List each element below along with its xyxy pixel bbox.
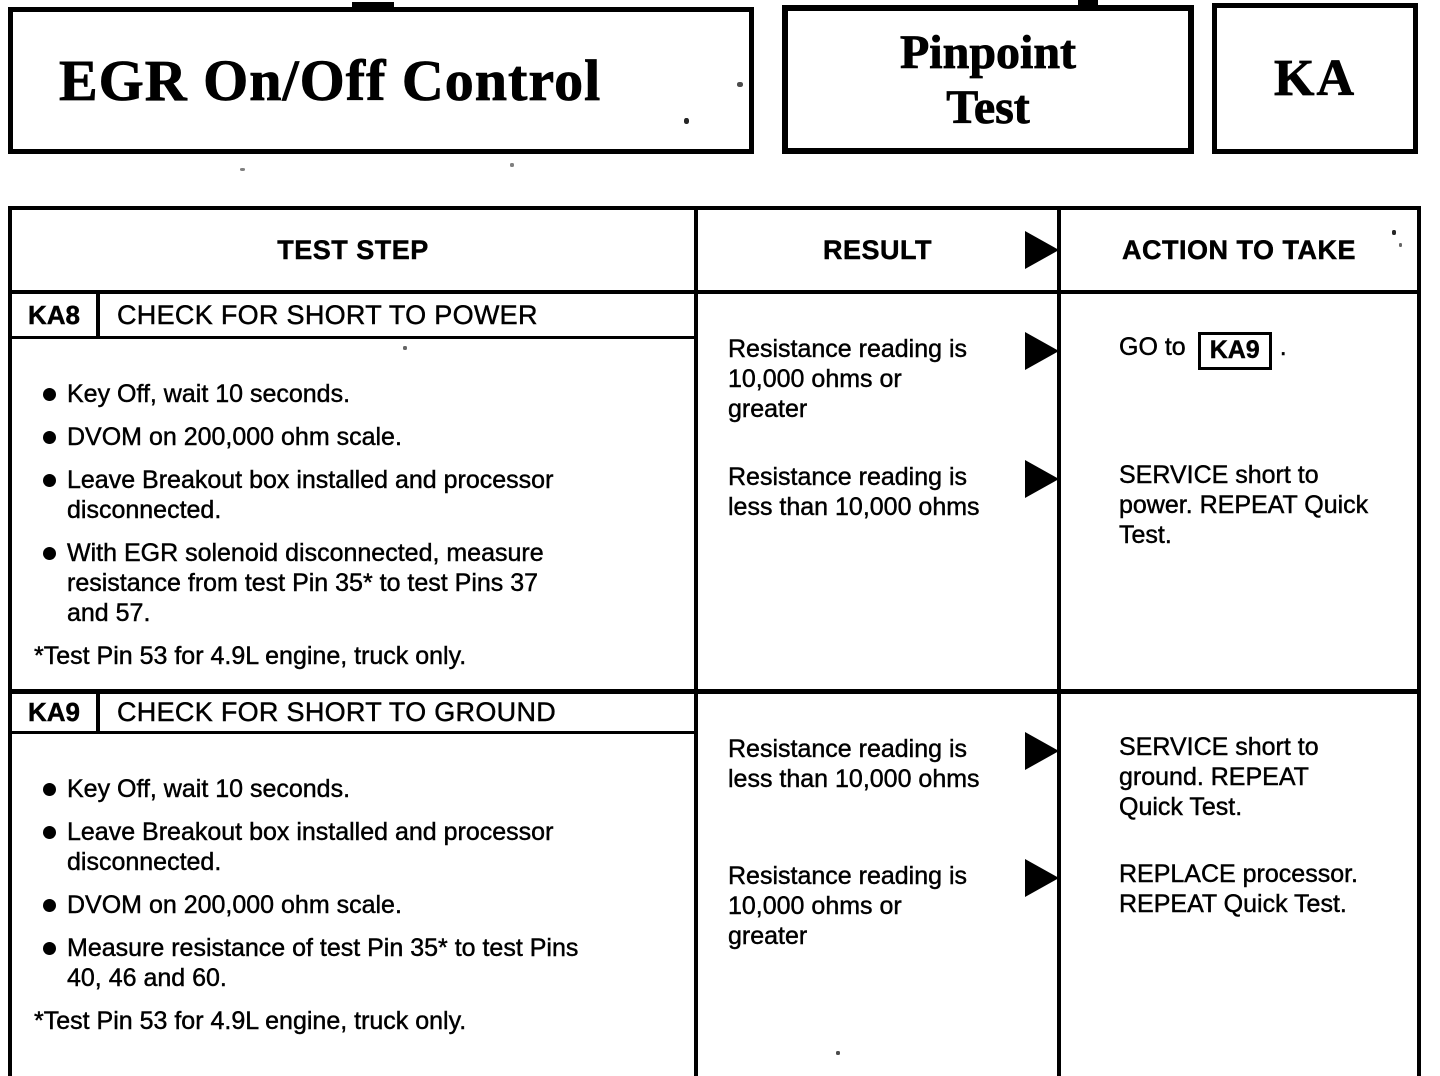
system-title-box: EGR On/Off Control	[8, 7, 754, 154]
list-item: Key Off, wait 10 seconds.	[12, 379, 676, 409]
section-id-ka9: KA9	[12, 694, 100, 731]
bullet-icon	[43, 942, 56, 955]
pinpoint-ref-box: KA9	[1197, 332, 1272, 370]
scan-speck	[836, 1051, 840, 1055]
scan-speck	[737, 82, 743, 87]
result-arrow-icon	[1025, 859, 1059, 897]
column-header-result: RESULT	[694, 210, 1061, 294]
section-band-ka8: KA8 CHECK FOR SHORT TO POWER	[12, 294, 694, 339]
section-title-ka9: CHECK FOR SHORT TO GROUND	[117, 697, 557, 727]
ka8-test-step-cell: Key Off, wait 10 seconds. DVOM on 200,00…	[12, 339, 694, 689]
list-item: Key Off, wait 10 seconds.	[12, 774, 676, 804]
list-item: Leave Breakout box installed and process…	[12, 817, 676, 877]
bullet-icon	[43, 388, 56, 401]
scan-speck	[1392, 230, 1396, 235]
result-arrow-icon	[1025, 460, 1059, 498]
section-code: KA	[1274, 50, 1356, 108]
bullet-icon	[43, 826, 56, 839]
ka8-action-cell: GO to KA9 . SERVICE short to power. REPE…	[1061, 294, 1417, 689]
result-arrow-icon	[1025, 332, 1059, 370]
result-entry: Resistance reading is 10,000 ohms or gre…	[728, 859, 1059, 951]
ka9-result-cell: Resistance reading is less than 10,000 o…	[694, 689, 1061, 1076]
section-band-ka9: KA9 CHECK FOR SHORT TO GROUND	[12, 689, 694, 734]
section-id-ka8: KA8	[12, 294, 100, 336]
scan-speck	[510, 163, 514, 167]
action-entry: REPLACE processor. REPEAT Quick Test.	[1119, 860, 1358, 918]
action-entry: GO to KA9 .	[1119, 332, 1409, 460]
list-item: Leave Breakout box installed and process…	[12, 465, 676, 525]
list-item: With EGR solenoid disconnected, measure …	[12, 538, 676, 628]
bullet-icon	[43, 783, 56, 796]
doc-type-line1: Pinpoint	[899, 25, 1077, 79]
action-entry: SERVICE short to power. REPEAT Quick Tes…	[1119, 461, 1369, 549]
result-entry: Resistance reading is 10,000 ohms or gre…	[728, 332, 1059, 462]
ka9-action-cell: SERVICE short to ground. REPEAT Quick Te…	[1061, 689, 1417, 1076]
ka8-result-cell: Resistance reading is 10,000 ohms or gre…	[694, 294, 1061, 689]
scan-speck	[1078, 0, 1098, 9]
scan-speck	[403, 346, 407, 350]
footnote: *Test Pin 53 for 4.9L engine, truck only…	[34, 1007, 467, 1035]
result-entry: Resistance reading is less than 10,000 o…	[728, 732, 1059, 861]
doc-type-box: Pinpoint Test	[782, 5, 1194, 154]
pinpoint-test-table: TEST STEP RESULT ACTION TO TAKE KA8 CHEC…	[8, 206, 1421, 1076]
section-title-ka8: CHECK FOR SHORT TO POWER	[117, 299, 538, 330]
scan-speck	[684, 118, 689, 124]
scan-speck	[352, 2, 394, 9]
bullet-icon	[43, 547, 56, 560]
result-entry: Resistance reading is less than 10,000 o…	[728, 460, 1059, 522]
column-header-action: ACTION TO TAKE	[1061, 210, 1417, 294]
list-item: DVOM on 200,000 ohm scale.	[12, 422, 676, 452]
ka9-test-step-cell: Key Off, wait 10 seconds. Leave Breakout…	[12, 734, 694, 1076]
doc-type-line2: Test	[946, 80, 1030, 134]
footnote: *Test Pin 53 for 4.9L engine, truck only…	[34, 642, 467, 670]
bullet-icon	[43, 474, 56, 487]
result-arrow-icon	[1025, 732, 1059, 770]
system-title: EGR On/Off Control	[59, 48, 602, 114]
list-item: DVOM on 200,000 ohm scale.	[12, 890, 676, 920]
section-code-box: KA	[1212, 3, 1418, 154]
bullet-icon	[43, 431, 56, 444]
scan-speck	[1399, 243, 1402, 247]
scan-speck	[240, 168, 245, 171]
column-header-test-step: TEST STEP	[12, 210, 694, 294]
bullet-icon	[43, 899, 56, 912]
action-entry: SERVICE short to ground. REPEAT Quick Te…	[1119, 733, 1319, 821]
list-item: Measure resistance of test Pin 35* to te…	[12, 933, 676, 993]
result-header-arrow-icon	[1025, 231, 1059, 269]
